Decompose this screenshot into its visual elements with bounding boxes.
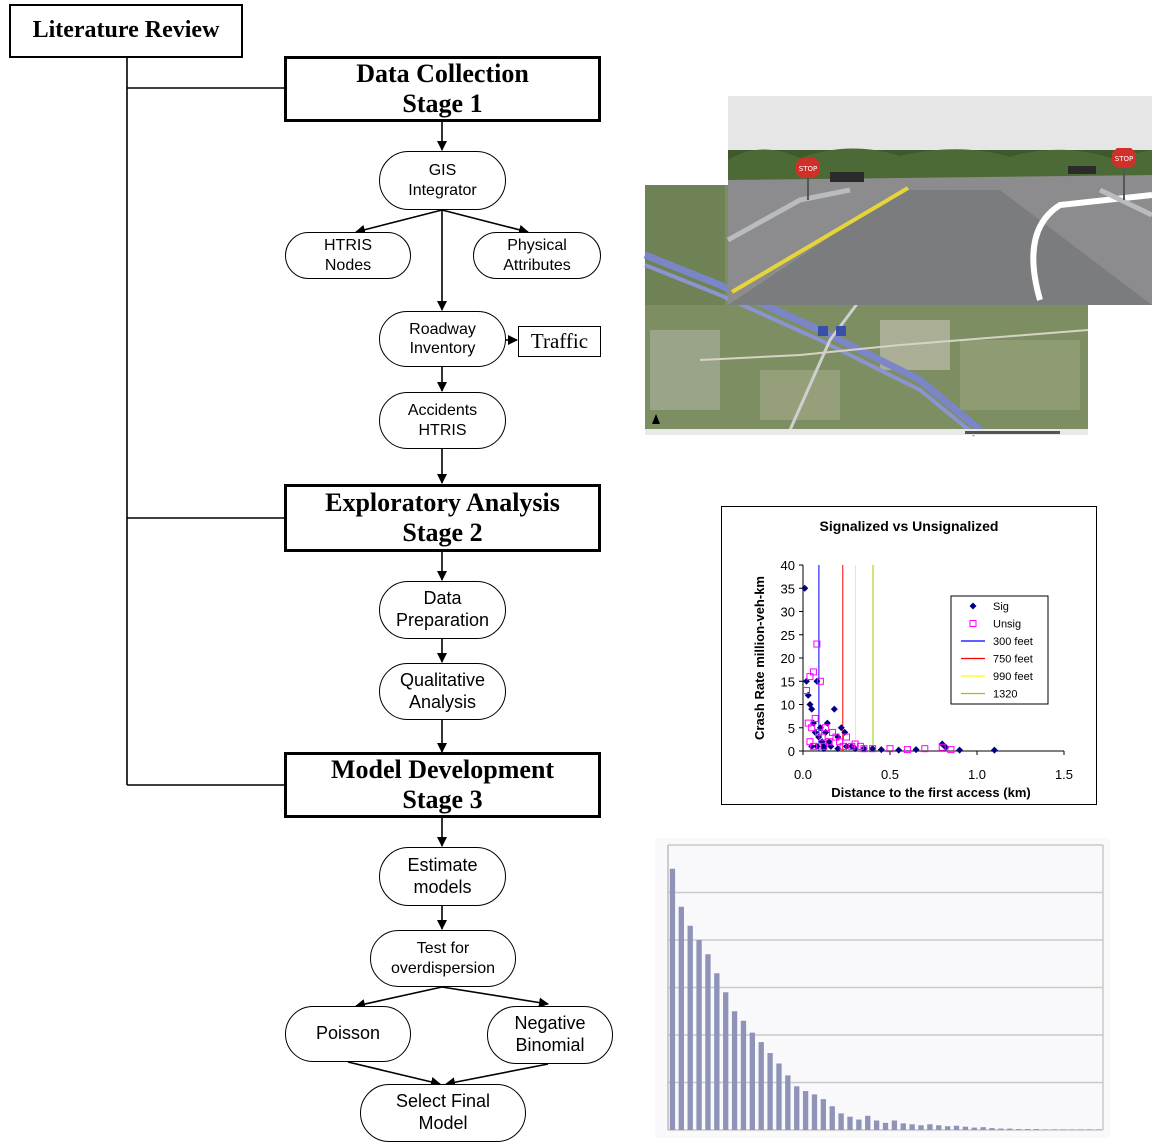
accidents-line1: Accidents bbox=[407, 402, 478, 420]
select-line1: Select Final bbox=[395, 1091, 491, 1112]
stage1-subtitle: Stage 1 bbox=[402, 89, 483, 118]
test-line1: Test for bbox=[416, 940, 470, 958]
data-prep-line1: Data bbox=[423, 588, 462, 609]
roadway-line1: Roadway bbox=[409, 320, 476, 338]
physical-line2: Attributes bbox=[503, 256, 571, 274]
gis-line1: GIS bbox=[428, 162, 457, 180]
select-final-model-node: Select Final Model bbox=[360, 1084, 526, 1142]
scatter-chart-frame bbox=[721, 506, 1097, 805]
stage3-title: Model Development bbox=[330, 755, 555, 785]
htris-nodes-line2: Nodes bbox=[324, 256, 372, 274]
stage3-subtitle: Stage 3 bbox=[402, 785, 483, 814]
negbin-line2: Binomial bbox=[515, 1035, 585, 1055]
literature-review-box: Literature Review bbox=[9, 4, 243, 58]
traffic-box: Traffic bbox=[518, 326, 601, 357]
stage2-box: Exploratory Analysis Stage 2 bbox=[284, 484, 601, 552]
poisson-label: Poisson bbox=[315, 1023, 381, 1044]
htris-nodes-node: HTRIS Nodes bbox=[285, 232, 411, 279]
test-overdispersion-node: Test for overdispersion bbox=[370, 930, 516, 987]
qualitative-line1: Qualitative bbox=[399, 669, 486, 690]
roadway-line2: Inventory bbox=[409, 340, 476, 357]
gis-integrator-node: GIS Integrator bbox=[379, 151, 506, 210]
htris-nodes-line1: HTRIS bbox=[324, 237, 372, 255]
stage1-title: Data Collection bbox=[356, 59, 529, 89]
stage2-subtitle: Stage 2 bbox=[402, 518, 483, 547]
data-preparation-node: Data Preparation bbox=[379, 581, 506, 639]
estimate-line2: models bbox=[413, 876, 472, 897]
estimate-line1: Estimate bbox=[407, 854, 478, 875]
traffic-label: Traffic bbox=[530, 329, 589, 353]
physical-line1: Physical bbox=[507, 237, 567, 255]
select-line2: Model bbox=[418, 1113, 468, 1133]
literature-review-label: Literature Review bbox=[32, 17, 220, 44]
negative-binomial-node: Negative Binomial bbox=[487, 1006, 613, 1064]
test-line2: overdispersion bbox=[390, 959, 496, 977]
stage2-title: Exploratory Analysis bbox=[325, 488, 560, 518]
negbin-line1: Negative bbox=[514, 1013, 586, 1034]
accidents-htris-node: Accidents HTRIS bbox=[379, 392, 506, 449]
stage1-box: Data Collection Stage 1 bbox=[284, 56, 601, 122]
roadway-inventory-node: Roadway Inventory bbox=[379, 311, 506, 367]
gis-line2: Integrator bbox=[408, 181, 477, 199]
qualitative-line2: Analysis bbox=[408, 691, 477, 712]
physical-attributes-node: Physical Attributes bbox=[473, 232, 601, 279]
stage3-box: Model Development Stage 3 bbox=[284, 752, 601, 818]
qualitative-analysis-node: Qualitative Analysis bbox=[379, 663, 506, 720]
data-prep-line2: Preparation bbox=[395, 610, 490, 630]
poisson-node: Poisson bbox=[285, 1006, 411, 1062]
estimate-models-node: Estimate models bbox=[379, 847, 506, 906]
accidents-line2: HTRIS bbox=[418, 421, 467, 439]
